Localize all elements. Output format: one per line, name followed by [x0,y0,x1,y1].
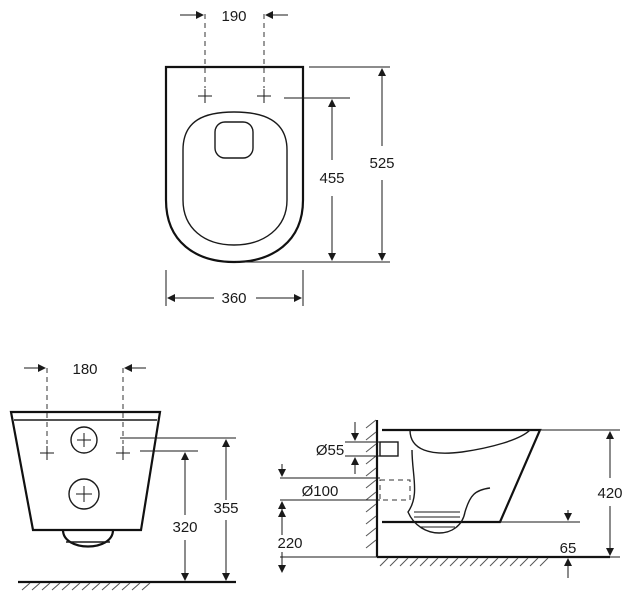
top-view-dim-190: 190 [221,8,246,25]
side-view-inner-bowl [409,429,531,454]
front-view-bolt-left [40,446,54,460]
top-view-bolt-right [257,89,271,103]
side-view-outlet-pipe [379,479,411,501]
top-view-dim-525: 525 [369,155,394,172]
front-view-outlet-circle [68,478,100,510]
front-view: 180 320 355 [9,361,239,591]
front-view-floor-hatch [21,582,151,591]
top-view-bolt-left [198,89,212,103]
side-view-trap [407,449,491,534]
top-view-dim-360: 360 [221,290,246,307]
side-view-inlet-pipe [379,441,399,457]
side-view-dim-o55: Ø55 [316,442,344,459]
top-view-flush-rim [214,121,254,159]
front-view-dim-320: 320 [172,519,197,536]
front-view-dim-180: 180 [72,361,97,378]
side-view-dim-220: 220 [277,535,302,552]
side-view-water-hatch [414,511,460,528]
side-view: Ø55 Ø100 220 420 65 [277,419,623,578]
front-view-inlet-circle [70,426,98,454]
side-view-dim-420: 420 [597,485,622,502]
side-view-wall-hatch [365,419,377,549]
front-view-dim-355: 355 [213,500,238,517]
side-view-dim-65: 65 [560,540,577,557]
front-view-bowl-bottom [61,529,115,548]
side-view-dim-o100: Ø100 [302,483,339,500]
side-view-bowl-outline [382,428,542,524]
top-view-seat-opening [182,111,288,246]
side-view-floor-hatch [379,557,549,567]
top-view-bowl-outline [164,65,305,264]
front-view-body [9,410,162,532]
top-view-dim-455: 455 [319,170,344,187]
front-view-bolt-right [116,446,130,460]
top-view: 190 360 455 525 [164,8,395,307]
